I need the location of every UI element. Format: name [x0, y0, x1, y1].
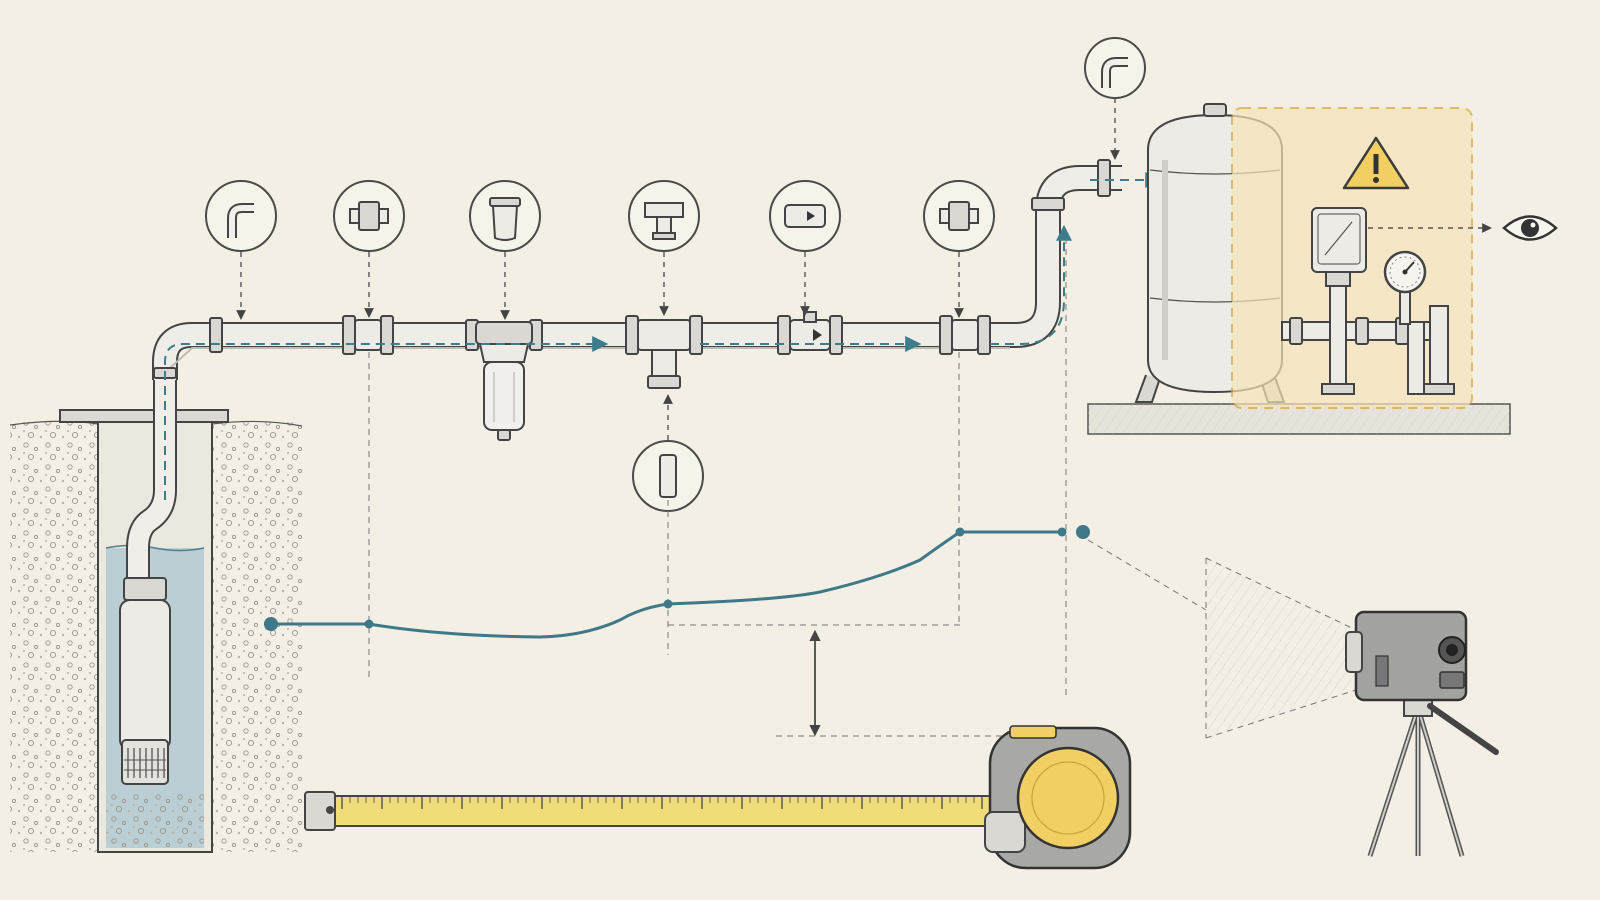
warning-triangle-icon: [1342, 136, 1410, 190]
elbow-fitting-callout: [205, 180, 277, 320]
profile-node-3: [955, 527, 965, 537]
riser-fittings: [1031, 159, 1111, 211]
pressure-gauge-icon: [1383, 250, 1427, 325]
ground-gravel-left: [10, 422, 98, 852]
profile-node-1: [364, 619, 374, 629]
eye-icon: [1502, 215, 1558, 241]
union-fitting-1: [342, 315, 394, 355]
tape-ticks: [341, 797, 983, 809]
flow-path: [164, 172, 1162, 500]
profile-node-start: [264, 617, 278, 631]
union-fitting-callout-2: [923, 180, 995, 318]
profile-node-end: [1076, 525, 1090, 539]
filter-housing-icon: [465, 319, 543, 441]
pressure-switch-icon: [1311, 207, 1367, 287]
tee-fitting: [625, 315, 703, 389]
tank-elbow-callout: [1084, 37, 1146, 160]
profile-node-4: [1057, 527, 1067, 537]
union-fitting-callout-1: [333, 180, 405, 318]
water-surface: [105, 544, 205, 552]
tape-hook: [304, 791, 336, 831]
pipe-nipple-callout: [632, 394, 704, 512]
profile-node-2: [663, 599, 673, 609]
union-fitting-2: [939, 315, 991, 355]
elevation-guides: [368, 238, 1067, 737]
ground-gravel-right: [212, 422, 302, 852]
tee-fitting-callout: [628, 180, 700, 316]
check-valve-callout: [769, 180, 841, 316]
tape-measure-icon: [304, 725, 1132, 870]
elevation-profile-line: [271, 530, 1062, 639]
well-cap-flange: [59, 409, 229, 423]
camera-tripod-icon: [1345, 610, 1499, 857]
camera-view-cone: [1087, 539, 1357, 739]
submersible-pump-icon: [119, 577, 171, 785]
well-bottom-gravel: [106, 790, 204, 848]
pressure-manifold: [1281, 281, 1455, 395]
tape-blade: [304, 795, 1026, 827]
filter-cartridge-callout: [469, 180, 541, 320]
check-valve: [777, 311, 843, 355]
